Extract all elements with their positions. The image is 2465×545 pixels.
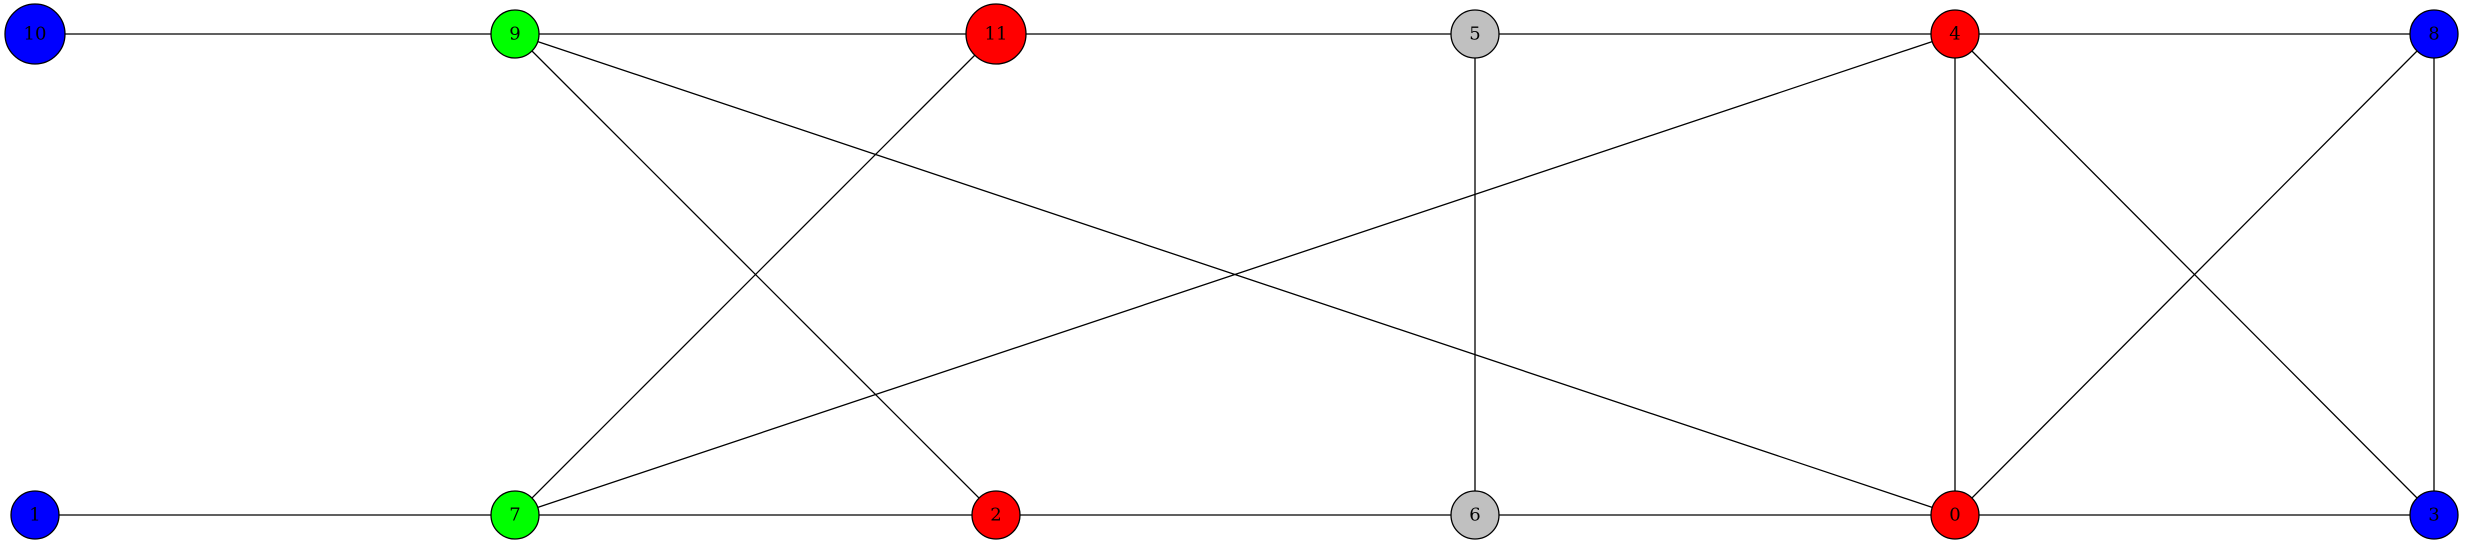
node-5-circle bbox=[1450, 9, 1500, 59]
node-7: 7 bbox=[490, 490, 540, 540]
node-2: 2 bbox=[971, 490, 1021, 540]
node-10: 10 bbox=[4, 3, 66, 65]
node-6: 6 bbox=[1450, 490, 1500, 540]
node-5-label: 5 bbox=[1469, 24, 1480, 45]
node-7-circle bbox=[490, 490, 540, 540]
node-6-circle bbox=[1450, 490, 1500, 540]
node-8: 8 bbox=[2409, 9, 2459, 59]
node-6-label: 6 bbox=[1469, 505, 1480, 526]
node-11: 11 bbox=[965, 3, 1027, 65]
node-8-circle bbox=[2409, 9, 2459, 59]
node-0-label: 0 bbox=[1949, 505, 1960, 526]
node-2-label: 2 bbox=[990, 505, 1001, 526]
node-1-circle bbox=[10, 490, 60, 540]
node-9-label: 9 bbox=[509, 24, 520, 45]
node-7-label: 7 bbox=[509, 505, 520, 526]
node-8-label: 8 bbox=[2428, 24, 2439, 45]
node-9-circle bbox=[490, 9, 540, 59]
node-0-circle bbox=[1930, 490, 1980, 540]
node-3-circle bbox=[2409, 490, 2459, 540]
node-3-label: 3 bbox=[2428, 505, 2439, 526]
edge-11-7 bbox=[514, 33, 997, 516]
node-1-label: 1 bbox=[29, 505, 40, 526]
node-1: 1 bbox=[10, 490, 60, 540]
node-3: 3 bbox=[2409, 490, 2459, 540]
node-10-label: 10 bbox=[24, 24, 47, 45]
node-0: 0 bbox=[1930, 490, 1980, 540]
node-4-circle bbox=[1930, 9, 1980, 59]
edges-layer bbox=[35, 33, 2435, 516]
edge-4-7 bbox=[514, 33, 1956, 516]
node-5: 5 bbox=[1450, 9, 1500, 59]
edge-8-0 bbox=[1954, 33, 2435, 516]
node-2-circle bbox=[971, 490, 1021, 540]
node-11-circle bbox=[965, 3, 1027, 65]
node-4-label: 4 bbox=[1949, 24, 1960, 45]
node-10-circle bbox=[4, 3, 66, 65]
node-9: 9 bbox=[490, 9, 540, 59]
nodes-layer: 10 9 11 5 4 8 1 7 2 6 0 3 bbox=[4, 3, 2459, 540]
node-4: 4 bbox=[1930, 9, 1980, 59]
node-11-label: 11 bbox=[985, 24, 1008, 45]
